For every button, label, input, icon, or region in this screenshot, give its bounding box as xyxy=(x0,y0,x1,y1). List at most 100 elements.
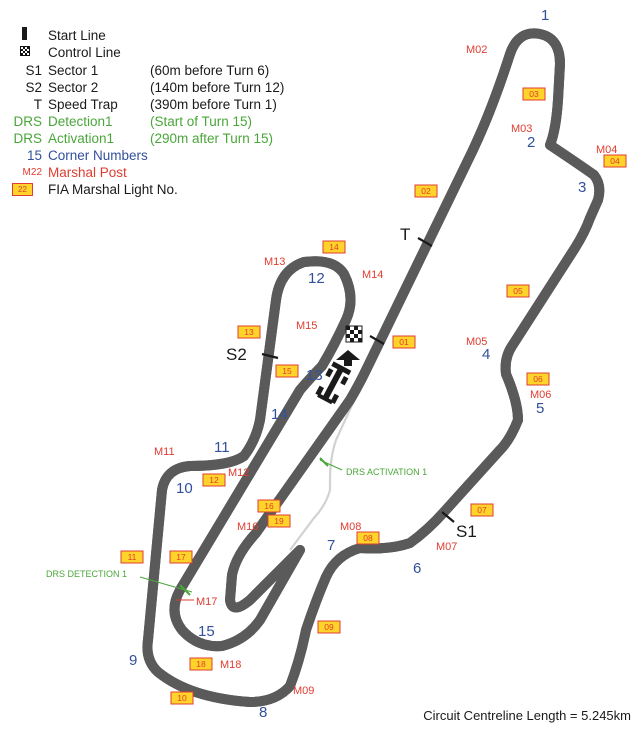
marshal-light-14: 14 xyxy=(322,240,346,254)
speed-trap-label: T xyxy=(400,225,410,244)
marshal-post: M13 xyxy=(264,256,285,268)
corner-number: 14 xyxy=(271,406,288,423)
sector-2-line xyxy=(261,352,279,360)
corner-number: 3 xyxy=(578,179,586,196)
legend-label: Control Line xyxy=(48,45,121,60)
marshal-light-05: 05 xyxy=(506,284,530,298)
marshal-light-01: 01 xyxy=(392,335,416,349)
marshal-light-number: 03 xyxy=(529,89,539,99)
marshal-post: M18 xyxy=(220,659,241,671)
legend-label: Start Line xyxy=(48,28,106,43)
marshal-light-number: 17 xyxy=(176,552,186,562)
marshal-light-number: 07 xyxy=(477,505,487,515)
corner-number: 13 xyxy=(306,367,323,384)
drs-detection-tick xyxy=(179,584,191,596)
legend-key: DRS xyxy=(13,114,42,129)
marshal-post: M04 xyxy=(596,144,617,156)
pit-lane xyxy=(289,243,427,551)
legend-note: (Start of Turn 15) xyxy=(150,114,253,129)
marshal-light-19: 19 xyxy=(267,514,291,528)
marshal-light-number: 01 xyxy=(399,337,409,347)
circuit-length: Circuit Centreline Length = 5.245km xyxy=(423,708,631,723)
marshal-light-number: 05 xyxy=(513,286,523,296)
marshal-post: M16 xyxy=(237,521,258,533)
marshal-light-number: 13 xyxy=(244,327,254,337)
marshal-light-08: 08 xyxy=(356,531,380,545)
marshal-light-number: 08 xyxy=(363,533,373,543)
legend: Start Line Control Line S1 Sector 1 (60m… xyxy=(0,0,330,200)
marshal-light-15: 15 xyxy=(275,364,299,378)
corner-number: 2 xyxy=(527,134,535,151)
legend-note: (140m before Turn 12) xyxy=(150,80,285,95)
speed-trap-line xyxy=(417,237,433,247)
legend-key: S1 xyxy=(25,63,42,78)
marshal-light-04: 04 xyxy=(603,154,627,168)
legend-key: S2 xyxy=(25,80,42,95)
start-line-icon xyxy=(22,27,27,40)
marshal-light-07: 07 xyxy=(470,503,494,517)
legend-label: Speed Trap xyxy=(48,97,118,112)
marshal-post: M14 xyxy=(362,269,383,281)
marshal-light-12: 12 xyxy=(202,473,226,487)
corner-number: 4 xyxy=(482,346,490,363)
corner-number: 15 xyxy=(198,623,215,640)
marshal-post: M09 xyxy=(293,685,314,697)
marshal-light-number: 16 xyxy=(264,501,274,511)
marshal-post: M07 xyxy=(436,541,457,553)
legend-label: Detection1 xyxy=(48,114,113,129)
legend-note: (290m after Turn 15) xyxy=(150,131,274,146)
marshal-post: M08 xyxy=(340,521,361,533)
marshal-light-10: 10 xyxy=(170,691,194,705)
sector-1-label: S1 xyxy=(456,522,477,541)
marshal-post: M05 xyxy=(466,336,487,348)
sector-2-label: S2 xyxy=(226,345,247,364)
marshal-post: M15 xyxy=(296,320,317,332)
marshal-light-number: 14 xyxy=(329,242,339,252)
marshal-light-number: 11 xyxy=(128,552,137,562)
corner-number: 11 xyxy=(214,439,230,456)
marshal-light-16: 16 xyxy=(257,499,281,513)
marshal-light-number: 18 xyxy=(196,659,206,669)
f1-car-icon xyxy=(315,361,352,405)
corner-number: 5 xyxy=(536,400,544,417)
marshal-light-number: 02 xyxy=(421,186,431,196)
legend-label: Sector 1 xyxy=(48,63,99,78)
legend-key: M22 xyxy=(22,167,42,178)
corner-number: 8 xyxy=(259,704,267,721)
legend-label: FIA Marshal Light No. xyxy=(48,182,178,197)
legend-key: T xyxy=(33,97,42,112)
corner-number: 9 xyxy=(129,652,137,669)
sector-1-line xyxy=(441,511,455,523)
legend-key: DRS xyxy=(13,131,42,146)
marshal-post: M02 xyxy=(466,44,487,56)
marshal-post: M03 xyxy=(511,123,532,135)
legend-note: (60m before Turn 6) xyxy=(150,63,270,78)
legend-label: Activation1 xyxy=(48,131,115,146)
marshal-light-03: 03 xyxy=(522,87,546,101)
legend-label: Sector 2 xyxy=(48,80,99,95)
legend-note: (390m before Turn 1) xyxy=(150,97,277,112)
drs-activation-tick xyxy=(319,457,329,467)
marshal-post: M17 xyxy=(196,596,217,608)
start-line xyxy=(369,335,385,345)
marshal-light-11: 11 xyxy=(120,550,144,564)
corner-number: 12 xyxy=(308,270,325,287)
legend-label: Marshal Post xyxy=(48,165,127,180)
legend-label: Corner Numbers xyxy=(48,148,148,163)
marshal-light-17: 17 xyxy=(169,550,193,564)
drs-activation-label: DRS ACTIVATION 1 xyxy=(346,467,427,477)
legend-key: 15 xyxy=(26,148,42,163)
marshal-post: M06 xyxy=(530,389,551,401)
marshal-post: M11 xyxy=(154,446,175,458)
marshal-light-number: 15 xyxy=(282,366,292,376)
corner-number: 1 xyxy=(541,7,549,24)
corner-number: 7 xyxy=(327,537,335,554)
marshal-light-18: 18 xyxy=(189,657,213,671)
corner-number: 10 xyxy=(176,480,193,497)
marshal-light-02: 02 xyxy=(414,184,438,198)
marshal-post: M12 xyxy=(228,467,249,479)
marshal-light-09: 09 xyxy=(317,620,341,634)
marshal-light-number: 10 xyxy=(177,693,187,703)
marshal-light-number: 19 xyxy=(274,516,284,526)
